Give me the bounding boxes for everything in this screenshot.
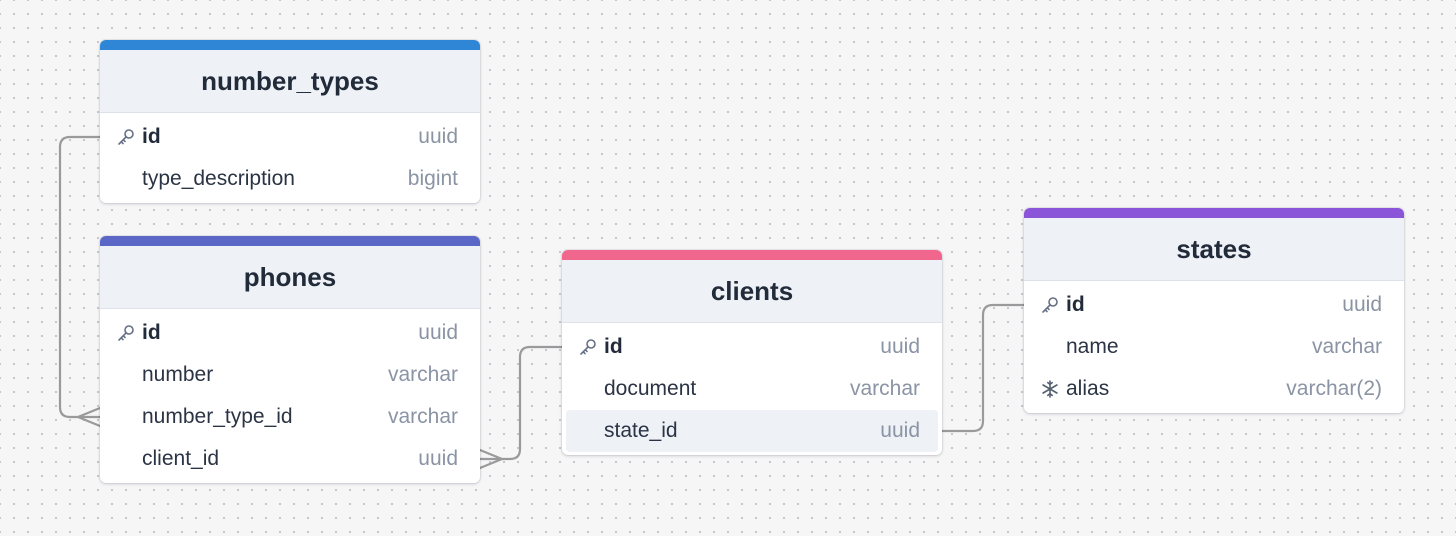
edge-clients-to-phones[interactable] (478, 345, 564, 461)
table-title: number_types (201, 65, 379, 96)
table-title: phones (243, 261, 337, 292)
table-header[interactable]: phones (100, 246, 480, 309)
column-type: uuid (418, 125, 458, 148)
table-phones[interactable]: phones id uuid number varchar number_typ… (100, 236, 480, 483)
column-name: state_id (604, 419, 678, 442)
column-type: uuid (418, 447, 458, 470)
column-type: varchar(2) (1286, 377, 1382, 400)
column-name: document (604, 377, 697, 400)
column-row-document[interactable]: document varchar (566, 368, 938, 410)
edge-number-types-to-phones[interactable] (58, 135, 102, 419)
column-type: uuid (418, 321, 458, 344)
column-name: id (142, 321, 161, 344)
column-type: uuid (880, 419, 920, 442)
column-row-id[interactable]: id uuid (1028, 284, 1400, 326)
table-accent-bar (100, 40, 480, 50)
column-name: id (604, 335, 623, 358)
column-row-state-id[interactable]: state_id uuid (566, 410, 938, 452)
column-name: type_description (142, 167, 295, 190)
column-type: uuid (880, 335, 920, 358)
column-name: name (1066, 335, 1119, 358)
column-type: bigint (407, 167, 458, 190)
column-row-alias[interactable]: alias varchar(2) (1028, 368, 1400, 410)
key-icon (1042, 297, 1058, 313)
table-accent-bar (1024, 208, 1404, 218)
column-row-type-description[interactable]: type_description bigint (104, 158, 476, 200)
key-icon (118, 129, 134, 145)
column-type: varchar (849, 377, 920, 400)
column-type: varchar (387, 363, 458, 386)
column-row-id[interactable]: id uuid (104, 116, 476, 158)
table-number-types[interactable]: number_types id uuid type_description bi… (100, 40, 480, 203)
key-icon (580, 339, 596, 355)
column-type: varchar (387, 405, 458, 428)
table-states[interactable]: states id uuid name varchar alias varcha… (1024, 208, 1404, 413)
column-row-number-type-id[interactable]: number_type_id varchar (104, 396, 476, 438)
table-title: clients (710, 275, 794, 306)
table-accent-bar (562, 250, 942, 260)
column-row-client-id[interactable]: client_id uuid (104, 438, 476, 480)
column-row-name[interactable]: name varchar (1028, 326, 1400, 368)
table-header[interactable]: number_types (100, 50, 480, 113)
table-header[interactable]: states (1024, 218, 1404, 281)
column-type: uuid (1342, 293, 1382, 316)
column-name: id (142, 125, 161, 148)
column-name: id (1066, 293, 1085, 316)
key-icon (118, 325, 134, 341)
crowfoot-phones-number-type-id (76, 406, 102, 428)
table-title: states (1176, 233, 1252, 264)
column-name: client_id (142, 447, 220, 470)
column-row-number[interactable]: number varchar (104, 354, 476, 396)
column-row-id[interactable]: id uuid (566, 326, 938, 368)
unique-snowflake-icon (1042, 380, 1058, 398)
column-name: number (142, 363, 214, 386)
column-name: number_type_id (142, 405, 293, 428)
table-accent-bar (100, 236, 480, 246)
column-row-id[interactable]: id uuid (104, 312, 476, 354)
table-header[interactable]: clients (562, 260, 942, 323)
crowfoot-phones-client-id (478, 448, 504, 470)
column-type: varchar (1311, 335, 1382, 358)
table-clients[interactable]: clients id uuid document varchar state_i… (562, 250, 942, 455)
edge-states-to-clients[interactable] (940, 303, 1026, 433)
column-name: alias (1066, 377, 1110, 400)
